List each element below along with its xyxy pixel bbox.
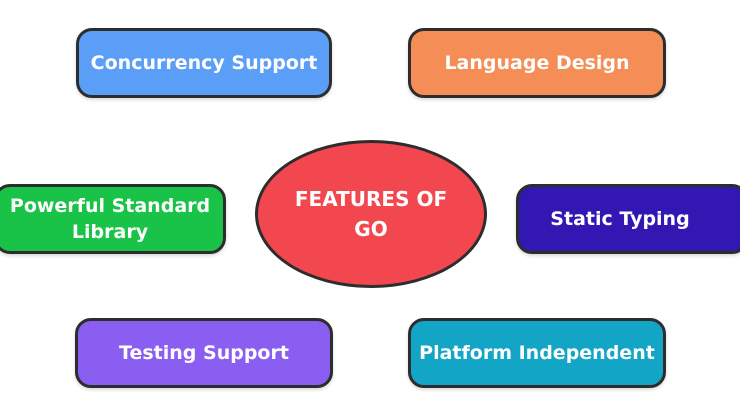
center-label: FEATURES OF GO bbox=[294, 187, 448, 241]
feature-label: Concurrency Support bbox=[90, 52, 318, 74]
feature-standard-library: Powerful Standard Library bbox=[0, 184, 226, 254]
feature-label: Testing Support bbox=[119, 342, 289, 364]
feature-label: Powerful Standard Library bbox=[9, 195, 211, 243]
feature-concurrency-support: Concurrency Support bbox=[76, 28, 332, 98]
feature-label: Platform Independent bbox=[419, 342, 655, 364]
center-ellipse: FEATURES OF GO bbox=[255, 140, 487, 288]
feature-testing-support: Testing Support bbox=[75, 318, 333, 388]
feature-static-typing: Static Typing bbox=[516, 184, 740, 254]
feature-language-design: Language Design bbox=[408, 28, 666, 98]
feature-label: Static Typing bbox=[550, 208, 690, 230]
feature-platform-independent: Platform Independent bbox=[408, 318, 666, 388]
feature-label: Language Design bbox=[444, 52, 630, 74]
